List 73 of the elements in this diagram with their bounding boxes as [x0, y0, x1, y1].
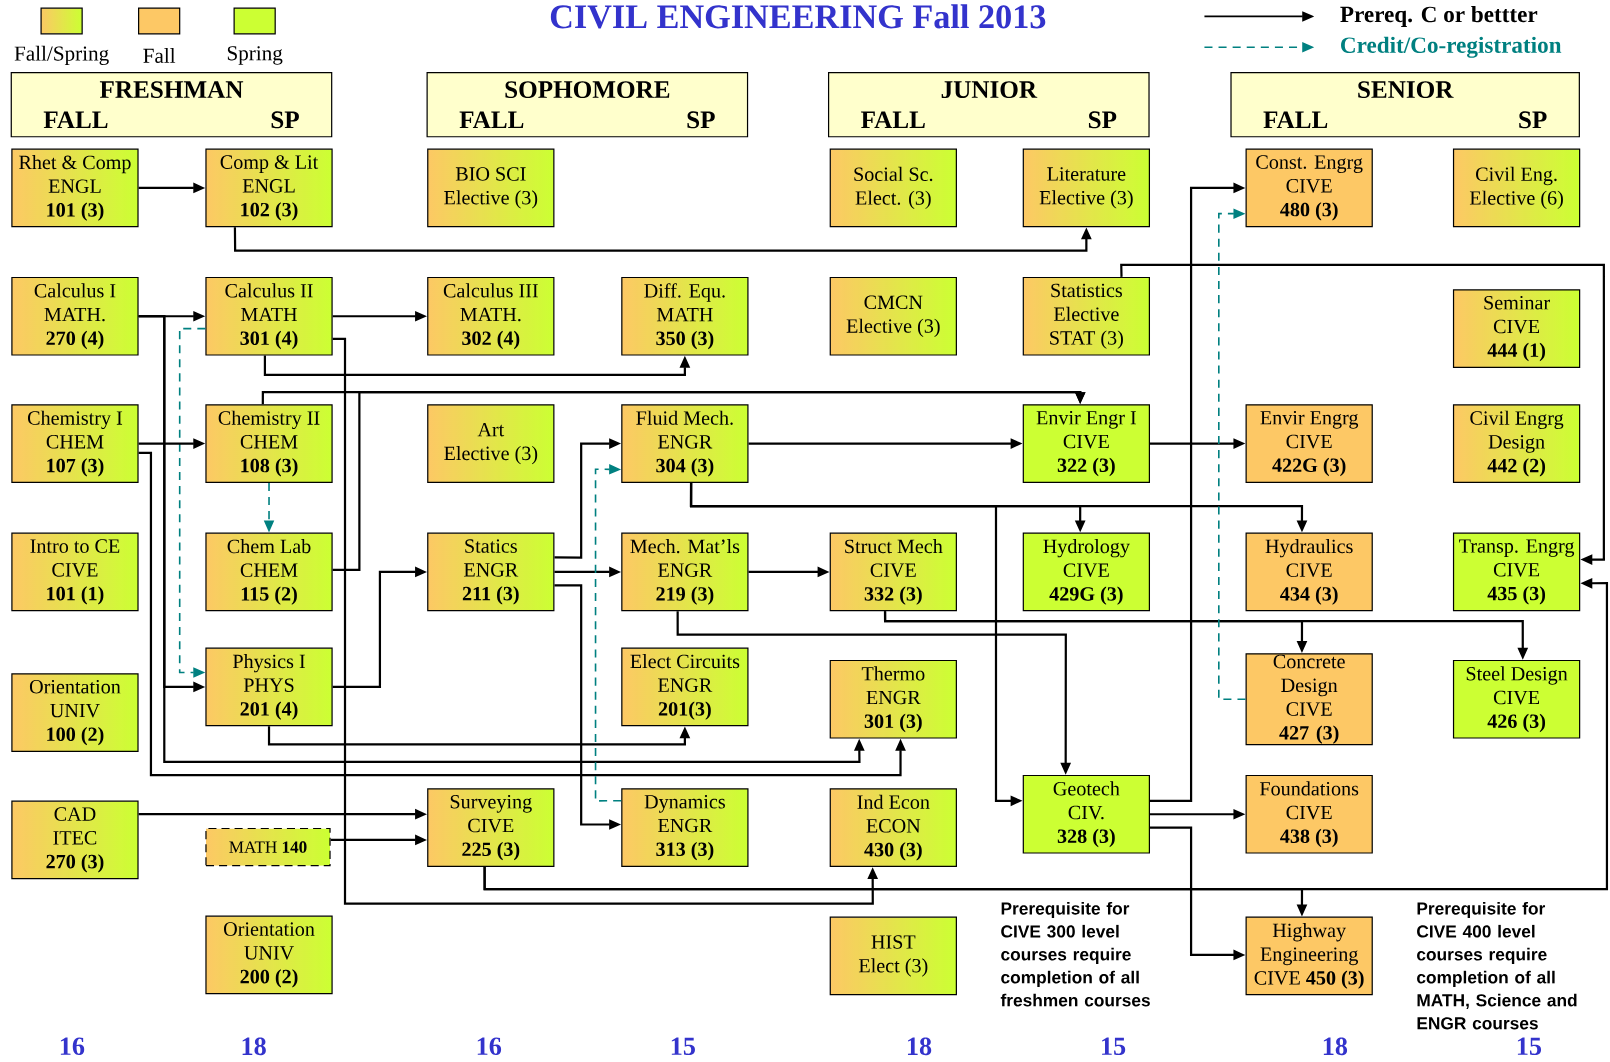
course-box: Rhet & Comp ENGL 101 (3) — [11, 148, 139, 228]
course-box: Elect Circuits ENGR 201(3) — [621, 647, 749, 727]
note-text: Prerequisite for CIVE 400 level courses require completion of all MATH, Science and ENGR courses — [1417, 902, 1577, 1030]
course-box: Civil Engrg Design 442 (2) — [1452, 404, 1581, 484]
course-box: Calculus II MATH 301 (4) — [205, 277, 333, 356]
course-box: Chemistry II CHEM 108 (3) — [205, 404, 333, 484]
course-box: Fluid Mech. ENGR 304 (3) — [621, 404, 749, 484]
course-box: Orientation UNIV 200 (2) — [205, 915, 333, 995]
arrow — [138, 315, 865, 764]
course-box: Statistics Elective STAT (3) — [1022, 277, 1150, 356]
credit-total: 15 — [671, 1037, 695, 1056]
legend-label: Credit/Co-registration — [1341, 36, 1562, 58]
arrow — [233, 227, 1092, 252]
course-box: CAD ITEC 270 (3) — [11, 800, 139, 880]
course-box: Hydraulics CIVE 434 (3) — [1245, 532, 1373, 612]
note-text: Prerequisite for CIVE 300 level courses require completion of all freshmen courses — [1000, 902, 1150, 1007]
legend-label: Spring — [227, 46, 283, 65]
course-box: MATH 140 — [205, 828, 331, 867]
credit-total: 18 — [1323, 1037, 1348, 1056]
course-box: Statics ENGR 211 (3) — [427, 532, 555, 612]
credit-total: 15 — [1102, 1037, 1126, 1056]
course-box: Chemistry I CHEM 107 (3) — [11, 404, 139, 484]
course-box: Concrete Design CIVE 427 (3) — [1245, 653, 1373, 746]
course-box: Civil Eng. Elective (6) — [1452, 148, 1581, 228]
credit-total: 15 — [1517, 1037, 1542, 1056]
legend-label: Fall — [143, 48, 176, 64]
course-box: Thermo ENGR 301 (3) — [829, 660, 957, 739]
legend-label: Prereq. C or bettter — [1340, 6, 1538, 28]
course-box: Comp & Lit ENGL 102 (3) — [205, 148, 333, 228]
title: CIVIL ENGINEERING Fall 2013 — [550, 4, 1046, 29]
year-header: SENIOR FALL SP — [1230, 72, 1580, 138]
credit-total: 16 — [60, 1037, 85, 1056]
course-box: Highway Engineering CIVE 450 (3) — [1245, 916, 1373, 996]
course-box: Diff. Equ. MATH 350 (3) — [621, 277, 749, 356]
course-box: Dynamics ENGR 313 (3) — [621, 788, 749, 868]
course-box: Transp. Engrg CIVE 435 (3) — [1452, 532, 1581, 612]
course-box: Surveying CIVE 225 (3) — [427, 788, 555, 868]
arrow — [138, 451, 906, 777]
course-box: Calculus I MATH. 270 (4) — [11, 277, 139, 356]
course-box: Const. Engrg CIVE 480 (3) — [1245, 148, 1373, 228]
course-box: BIO SCI Elective (3) — [427, 148, 555, 228]
course-box: HIST Elect (3) — [829, 916, 957, 996]
arrow — [332, 391, 1086, 572]
course-box: Social Sc. Elect. (3) — [829, 148, 957, 228]
arrow — [1120, 263, 1605, 566]
arrow — [178, 327, 207, 678]
credit-total: 16 — [477, 1037, 502, 1056]
year-header: FRESHMAN FALL SP — [10, 72, 333, 138]
course-box: Physics I PHYS 201 (4) — [205, 647, 333, 727]
course-box: CMCN Elective (3) — [829, 277, 957, 356]
course-box: Hydrology CIVE 429G (3) — [1022, 532, 1150, 612]
course-box: Geotech CIV. 328 (3) — [1022, 775, 1150, 854]
course-box: Intro to CE CIVE 101 (1) — [11, 532, 139, 612]
course-box: Chem Lab CHEM 115 (2) — [205, 532, 333, 612]
year-header: JUNIOR FALL SP — [828, 72, 1150, 138]
course-box: Literature Elective (3) — [1022, 148, 1150, 228]
course-box: Ind Econ ECON 430 (3) — [829, 788, 957, 868]
course-box: Art Elective (3) — [427, 404, 555, 484]
course-box: Seminar CIVE 444 (1) — [1452, 289, 1581, 369]
course-box: Envir Engrg CIVE 422G (3) — [1245, 404, 1373, 484]
course-box: Orientation UNIV 100 (2) — [11, 673, 139, 753]
course-box: Steel Design CIVE 426 (3) — [1452, 660, 1581, 739]
arrow — [594, 464, 623, 802]
course-box: Mech. Mat’ls ENGR 219 (3) — [621, 532, 749, 612]
year-header: SOPHOMORE FALL SP — [426, 72, 749, 138]
credit-total: 18 — [242, 1037, 266, 1056]
arrow — [1218, 208, 1247, 701]
course-box: Envir Engr I CIVE 322 (3) — [1022, 404, 1150, 484]
legend-label: Fall/Spring — [14, 46, 109, 66]
course-box: Struct Mech CIVE 332 (3) — [829, 532, 957, 612]
course-box: Calculus III MATH. 302 (4) — [427, 277, 555, 356]
credit-total: 18 — [908, 1037, 932, 1056]
course-box: Foundations CIVE 438 (3) — [1245, 775, 1373, 854]
